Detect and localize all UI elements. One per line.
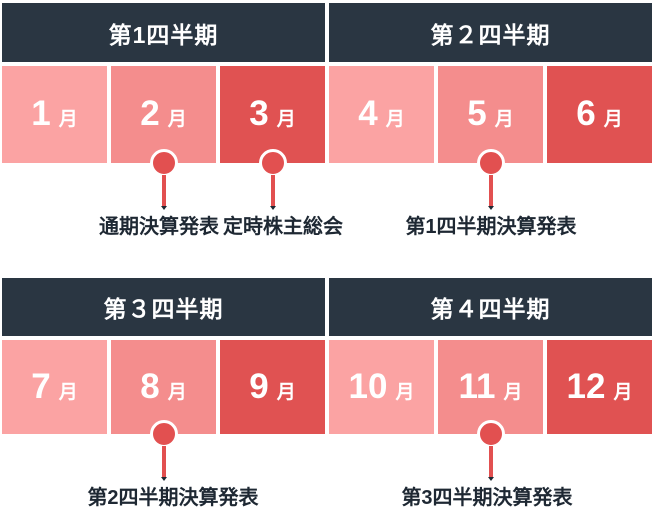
quarter-block-q2: 第２四半期 [329, 3, 652, 62]
quarter-header-row-h1: 第1四半期 第２四半期 [0, 3, 654, 62]
pin-stem [271, 175, 275, 206]
pin-stem [489, 446, 493, 477]
pin-arrow-down-icon [270, 206, 276, 210]
month-number: 5 [467, 94, 487, 133]
month-cell-sep: 9 月 [220, 340, 325, 434]
pin-head-icon [150, 149, 178, 177]
event-label-shareholders-meeting: 定時株主総会 [223, 216, 343, 238]
months-q1: 1 月 2 月 3 月 [2, 66, 325, 163]
months-q4: 10 月 11 月 12 月 [329, 340, 652, 434]
month-cell-jan: 1 月 [2, 66, 107, 163]
month-number: 9 [249, 367, 269, 406]
quarter-header-q1: 第1四半期 [2, 3, 325, 62]
month-unit: 月 [276, 109, 296, 130]
month-cell-oct: 10 月 [329, 340, 434, 434]
month-cell-feb: 2 月 [111, 66, 216, 163]
month-number: 11 [458, 367, 496, 406]
quarter-months-q1: 1 月 2 月 3 月 [2, 62, 325, 163]
event-pin-marker-aug [150, 420, 178, 481]
calendar-second-half: 第３四半期 第４四半期 7 月 8 月 9 [0, 278, 654, 510]
month-number: 2 [140, 94, 160, 133]
month-unit: 月 [58, 109, 78, 130]
pin-stem [162, 446, 166, 477]
month-unit: 月 [167, 109, 187, 130]
month-number: 10 [348, 367, 388, 406]
quarter-block-q4: 第４四半期 [329, 278, 652, 336]
quarter-block-q1: 第1四半期 [2, 3, 325, 62]
month-number: 3 [249, 94, 269, 133]
quarter-header-q3: 第３四半期 [2, 278, 325, 336]
quarter-header-q4: 第４四半期 [329, 278, 652, 336]
month-unit: 月 [503, 382, 523, 403]
pin-head-icon [477, 149, 505, 177]
month-cell-jul: 7 月 [2, 340, 107, 434]
month-unit: 月 [494, 109, 514, 130]
pin-head-icon [150, 420, 178, 448]
pin-arrow-down-icon [161, 206, 167, 210]
event-pin-marker-feb [150, 149, 178, 210]
pin-arrow-down-icon [488, 477, 494, 481]
event-pin-marker-mar [259, 149, 287, 210]
month-unit: 月 [613, 382, 633, 403]
month-cell-nov: 11 月 [438, 340, 543, 434]
month-cell-jun: 6 月 [547, 66, 652, 163]
pin-stem [489, 175, 493, 206]
calendar-first-half: 第1四半期 第２四半期 1 月 2 月 3 [0, 3, 654, 278]
pin-head-icon [477, 420, 505, 448]
month-unit: 月 [167, 382, 187, 403]
month-unit: 月 [395, 382, 415, 403]
month-unit: 月 [58, 382, 78, 403]
months-q2: 4 月 5 月 6 月 [329, 66, 652, 163]
event-label-q1-results: 第1四半期決算発表 [405, 216, 577, 238]
months-q3: 7 月 8 月 9 月 [2, 340, 325, 434]
pin-arrow-down-icon [488, 206, 494, 210]
month-number: 6 [576, 94, 596, 133]
event-label-q2-results: 第2四半期決算発表 [87, 487, 259, 509]
month-cell-aug: 8 月 [111, 340, 216, 434]
month-cell-may: 5 月 [438, 66, 543, 163]
annotation-area-h1: 通期決算発表 定時株主総会 第1四半期決算発表 [0, 149, 654, 278]
pin-stem [162, 175, 166, 206]
month-row-h1: 1 月 2 月 3 月 4 月 [0, 62, 654, 163]
month-row-h2: 7 月 8 月 9 月 10 月 [0, 336, 654, 434]
quarter-header-row-h2: 第３四半期 第４四半期 [0, 278, 654, 336]
pin-head-icon [259, 149, 287, 177]
month-unit: 月 [276, 382, 296, 403]
quarter-months-q2: 4 月 5 月 6 月 [329, 62, 652, 163]
pin-arrow-down-icon [161, 477, 167, 481]
month-number: 1 [31, 94, 51, 133]
month-unit: 月 [603, 109, 623, 130]
month-cell-mar: 3 月 [220, 66, 325, 163]
month-cell-dec: 12 月 [547, 340, 652, 434]
quarter-header-q2: 第２四半期 [329, 3, 652, 62]
event-pin-marker-nov [477, 420, 505, 481]
quarter-months-q3: 7 月 8 月 9 月 [2, 336, 325, 434]
event-label-q3-results: 第3四半期決算発表 [401, 487, 573, 509]
month-number: 7 [31, 367, 51, 406]
quarter-months-q4: 10 月 11 月 12 月 [329, 336, 652, 434]
month-number: 4 [358, 94, 378, 133]
quarter-block-q3: 第３四半期 [2, 278, 325, 336]
month-cell-apr: 4 月 [329, 66, 434, 163]
month-number: 12 [566, 367, 606, 406]
annotation-area-h2: 第2四半期決算発表 第3四半期決算発表 [0, 420, 654, 510]
event-pin-marker-may [477, 149, 505, 210]
month-unit: 月 [385, 109, 405, 130]
month-number: 8 [140, 367, 160, 406]
event-label-full-year-results: 通期決算発表 [99, 216, 219, 238]
